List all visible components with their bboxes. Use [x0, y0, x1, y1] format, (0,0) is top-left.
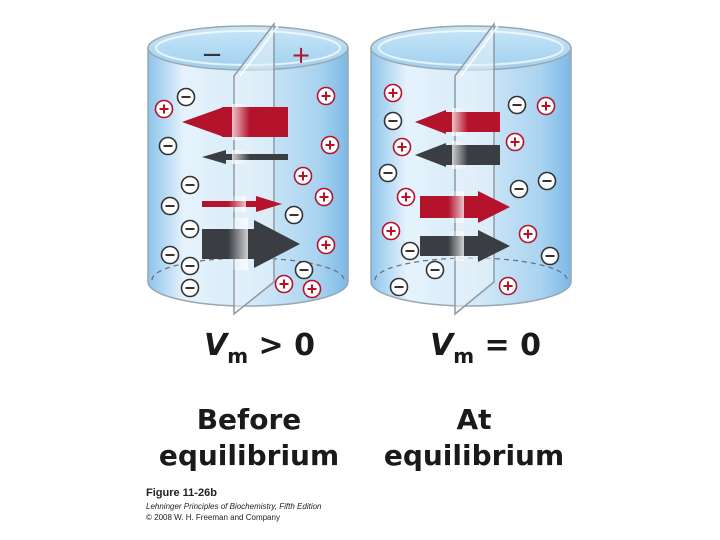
anion-icon	[176, 87, 196, 107]
cation-icon	[316, 235, 336, 255]
state-line-1: At	[456, 403, 492, 436]
cation-icon	[274, 274, 294, 294]
anion-icon	[389, 277, 409, 297]
ions	[154, 83, 560, 299]
anion-icon	[509, 179, 529, 199]
potential-symbol: V	[430, 328, 454, 363]
anion-icon	[294, 260, 314, 280]
right-state-label: At equilibrium	[364, 402, 584, 474]
cation-arrow-left	[415, 108, 500, 136]
state-line-1: Before	[196, 403, 302, 436]
left-cylinder	[147, 21, 349, 316]
membrane	[233, 21, 275, 316]
cation-icon	[536, 96, 556, 116]
cation-icon	[396, 187, 416, 207]
anion-arrow-right	[420, 230, 510, 262]
state-line-2: equilibrium	[158, 439, 340, 472]
anion-icon	[284, 205, 304, 225]
cation-icon	[498, 276, 518, 296]
right-cylinder	[370, 21, 572, 316]
state-line-2: equilibrium	[383, 439, 565, 472]
potential-subscript: m	[227, 344, 249, 368]
right-potential-label: Vm = 0	[430, 328, 541, 368]
anion-icon	[383, 111, 403, 131]
cation-icon	[316, 86, 336, 106]
cation-icon	[154, 99, 174, 119]
anion-icon	[378, 163, 398, 183]
anion-arrow-left	[415, 141, 500, 169]
left-potential-label: Vm > 0	[204, 328, 315, 368]
anion-icon	[507, 95, 527, 115]
anion-icon	[180, 219, 200, 239]
cation-arrow-large	[182, 104, 288, 140]
cation-icon	[392, 137, 412, 157]
cation-icon	[314, 187, 334, 207]
cation-icon	[302, 279, 322, 299]
cation-icon	[293, 166, 313, 186]
anion-icon	[180, 278, 200, 298]
copyright: © 2008 W. H. Freeman and Company	[146, 513, 280, 522]
anion-icon	[180, 175, 200, 195]
book-title: Lehninger Principles of Biochemistry, Fi…	[146, 502, 322, 511]
potential-subscript: m	[453, 344, 475, 368]
cation-icon	[320, 135, 340, 155]
anion-icon	[537, 171, 557, 191]
cation-icon	[383, 83, 403, 103]
cation-arrow-small	[202, 196, 282, 212]
anion-icon	[160, 196, 180, 216]
anion-icon	[540, 246, 560, 266]
cation-arrow-right	[420, 191, 510, 223]
anion-arrow-small	[202, 150, 288, 164]
anion-icon	[425, 260, 445, 280]
anion-icon	[180, 256, 200, 276]
negative-side-sign: −	[201, 40, 223, 70]
positive-side-sign: +	[291, 41, 311, 69]
cation-icon	[518, 224, 538, 244]
anion-icon	[158, 136, 178, 156]
cation-icon	[505, 132, 525, 152]
anion-icon	[160, 245, 180, 265]
potential-relation: = 0	[484, 328, 541, 363]
anion-icon	[400, 241, 420, 261]
potential-symbol: V	[204, 328, 228, 363]
figure-number: Figure 11-26b	[146, 487, 217, 499]
cation-icon	[381, 221, 401, 241]
anion-arrow-large	[202, 218, 300, 270]
potential-relation: > 0	[258, 328, 315, 363]
figure-caption: Figure 11-26b Lehninger Principles of Bi…	[146, 488, 322, 523]
left-state-label: Before equilibrium	[139, 402, 359, 474]
